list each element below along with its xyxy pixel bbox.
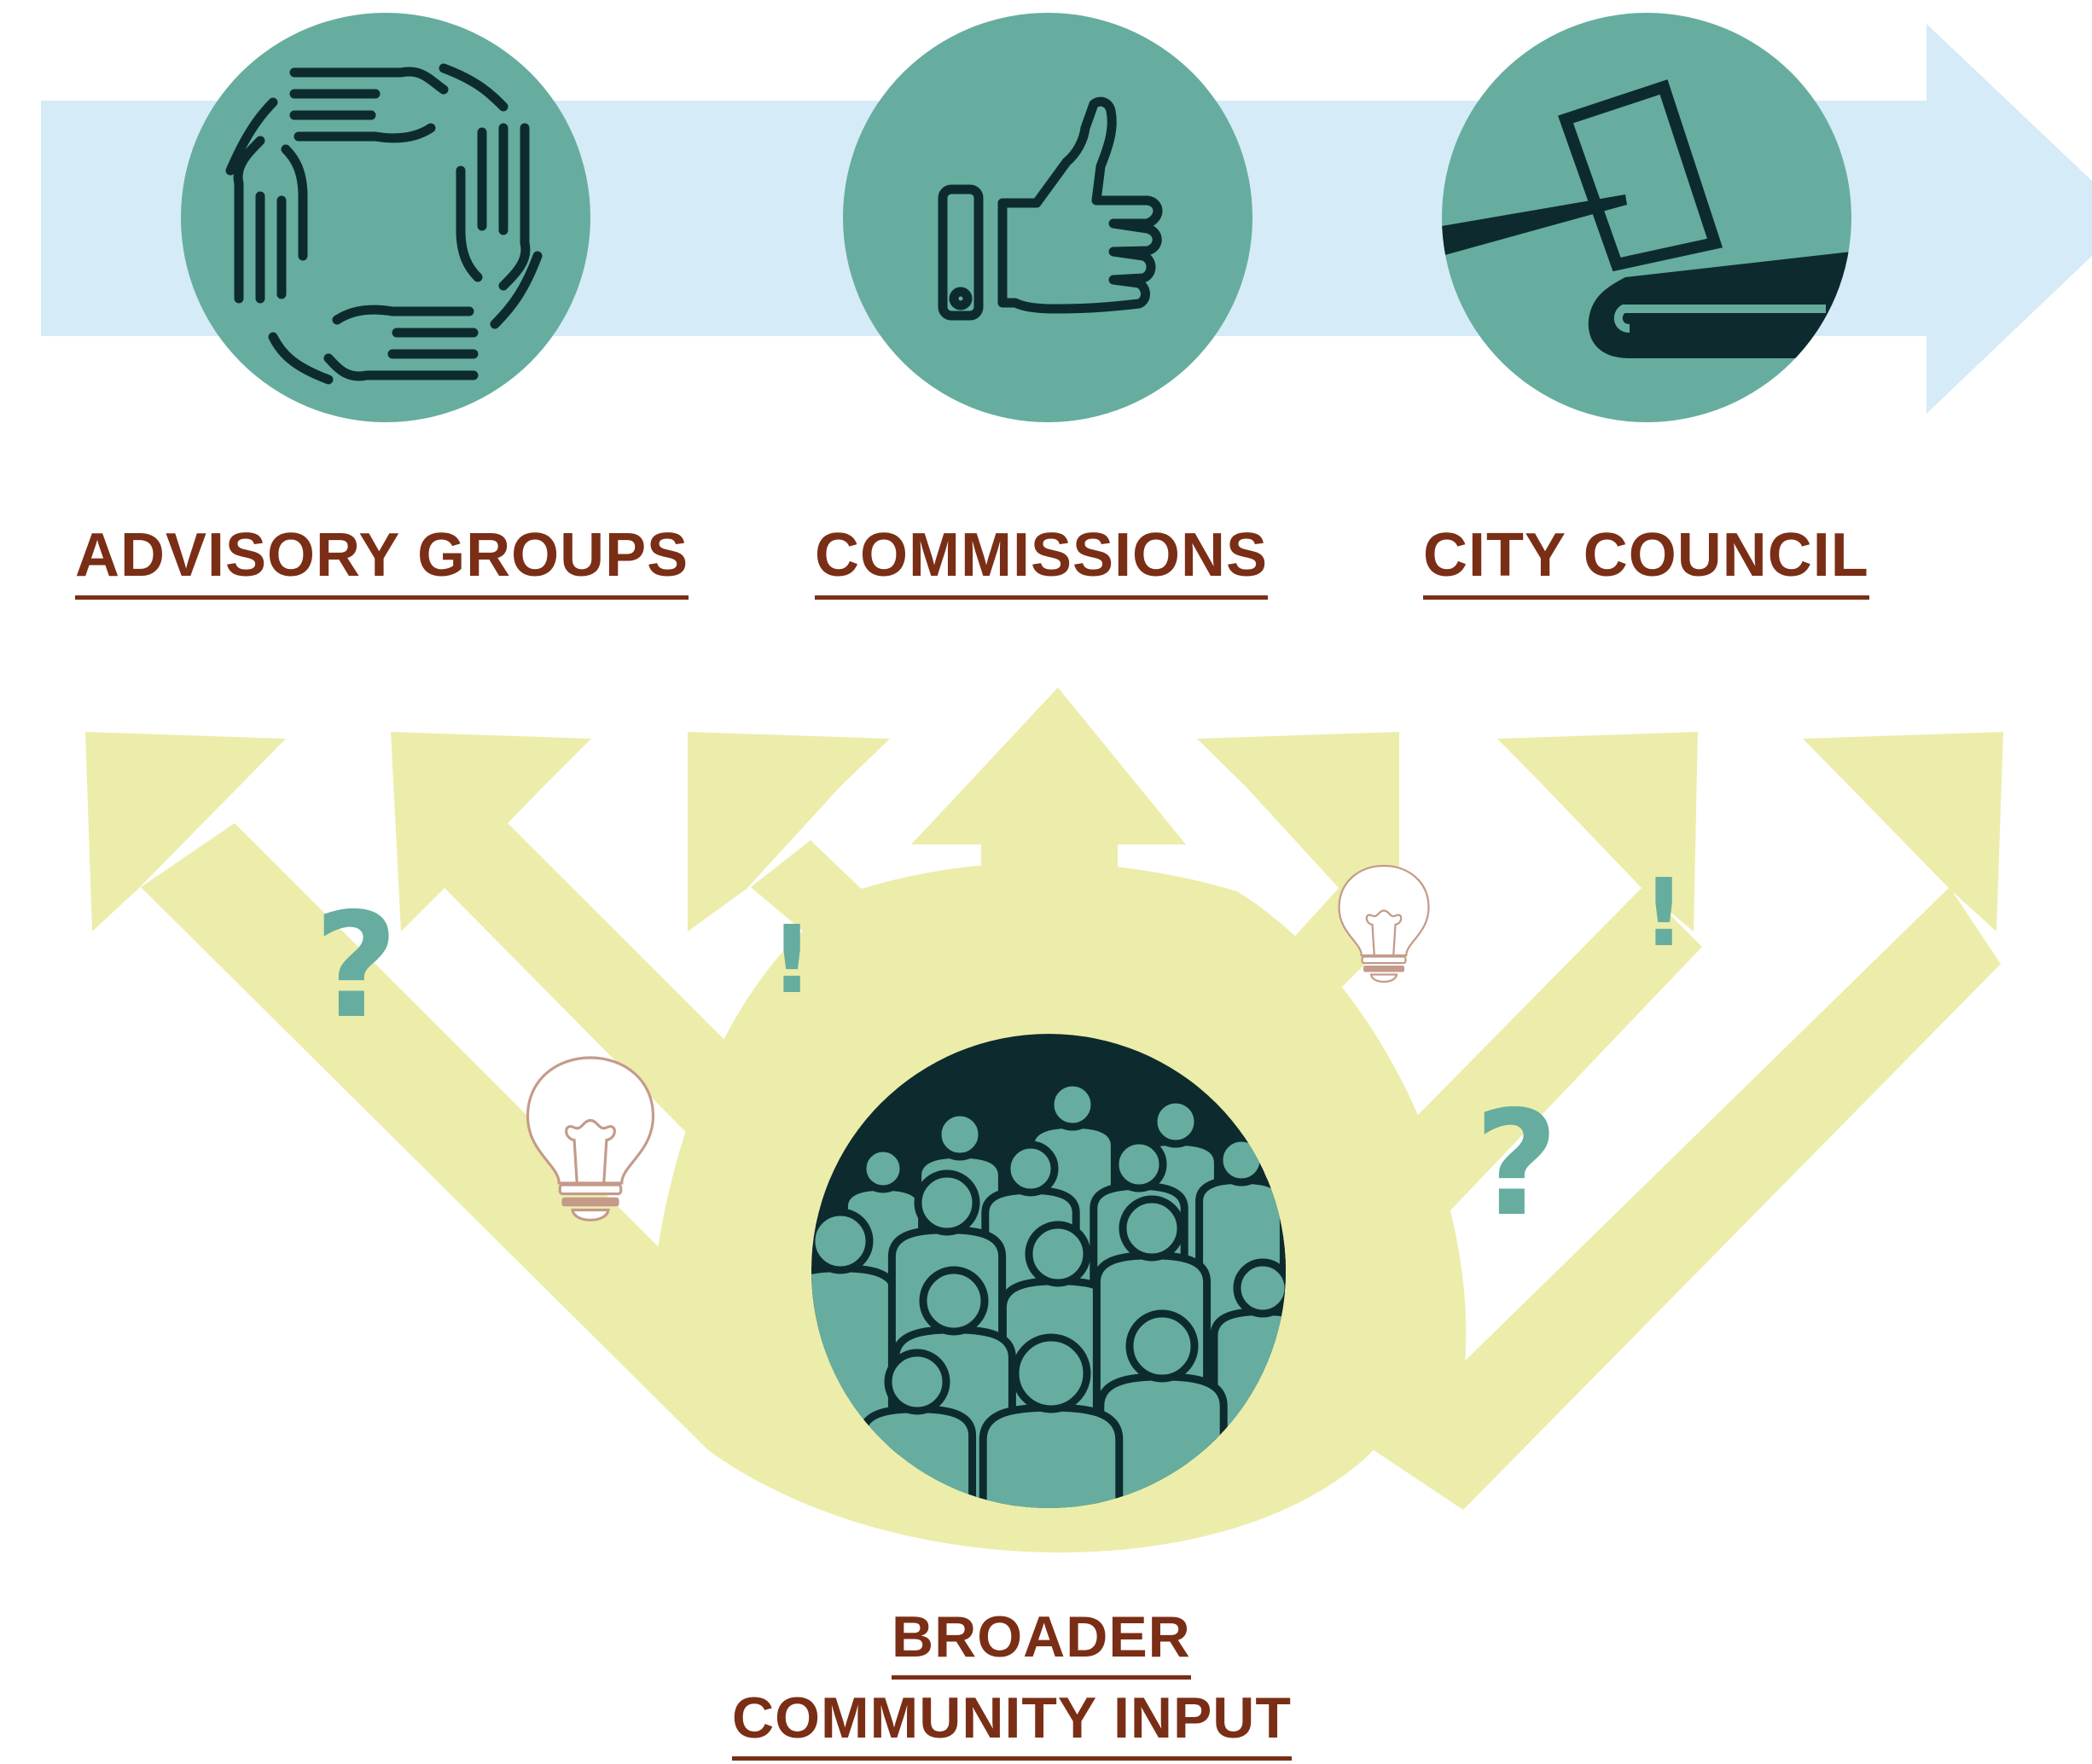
hands-circle-icon [225, 63, 543, 385]
community-input-arrows [85, 688, 2003, 1552]
shaft-1 [141, 823, 793, 1450]
shaft-6 [1365, 887, 1702, 1228]
arrowhead-3 [688, 732, 890, 931]
person-head [1125, 1309, 1199, 1383]
person-head [1111, 1136, 1167, 1192]
advisory-groups-text: ADVISORY GROUPS [75, 520, 689, 600]
city-council-label: CITY COUNCIL [1423, 520, 1869, 600]
person-head [914, 1169, 980, 1236]
gavel-icon [1442, 79, 1851, 358]
commissions-circle [843, 13, 1252, 422]
commissions-text: COMMISSIONS [815, 520, 1269, 600]
community-label-line1: BROADER [892, 1604, 1191, 1680]
person-head [1233, 1258, 1286, 1318]
community-label-line2-text: COMMUNITY INPUT [732, 1685, 1292, 1761]
arrowhead-6 [1497, 732, 1698, 931]
bulbs [526, 864, 1430, 1221]
community-label-line2: COMMUNITY INPUT [732, 1685, 1292, 1761]
community-label-line1-text: BROADER [892, 1604, 1191, 1680]
exclaim-mark-1: ! [770, 905, 814, 1014]
person-head [1119, 1195, 1185, 1262]
arrowhead-4 [911, 688, 1186, 887]
advisory-groups-circle [181, 13, 590, 422]
person-head [1149, 1095, 1202, 1148]
exclaim-mark-2: ! [1642, 858, 1686, 967]
question-mark-1: ? [314, 882, 398, 1051]
person-head [1046, 1078, 1099, 1131]
advisory-groups-label: ADVISORY GROUPS [75, 520, 689, 600]
arrowhead-2 [391, 732, 591, 931]
question-mark-2: ? [1474, 1080, 1559, 1249]
thumbs-up-icon [938, 96, 1163, 321]
person-head [933, 1108, 986, 1161]
light-bulb-icon-1 [526, 1056, 655, 1221]
crowd-icon [811, 1078, 1286, 1508]
person-head [811, 1208, 874, 1274]
person-head [1025, 1221, 1091, 1287]
shaft-7 [1374, 887, 2001, 1510]
person-head [884, 1349, 950, 1415]
commissions-label: COMMISSIONS [815, 520, 1269, 600]
arrowhead-1 [85, 732, 286, 931]
city-council-text: CITY COUNCIL [1423, 520, 1869, 600]
person-head [919, 1266, 989, 1336]
person-head [1011, 1333, 1091, 1413]
light-bulb-icon-2 [1338, 864, 1430, 984]
person-head [858, 1144, 908, 1193]
person-head [1002, 1140, 1059, 1197]
arrowhead-7 [1803, 732, 2003, 931]
